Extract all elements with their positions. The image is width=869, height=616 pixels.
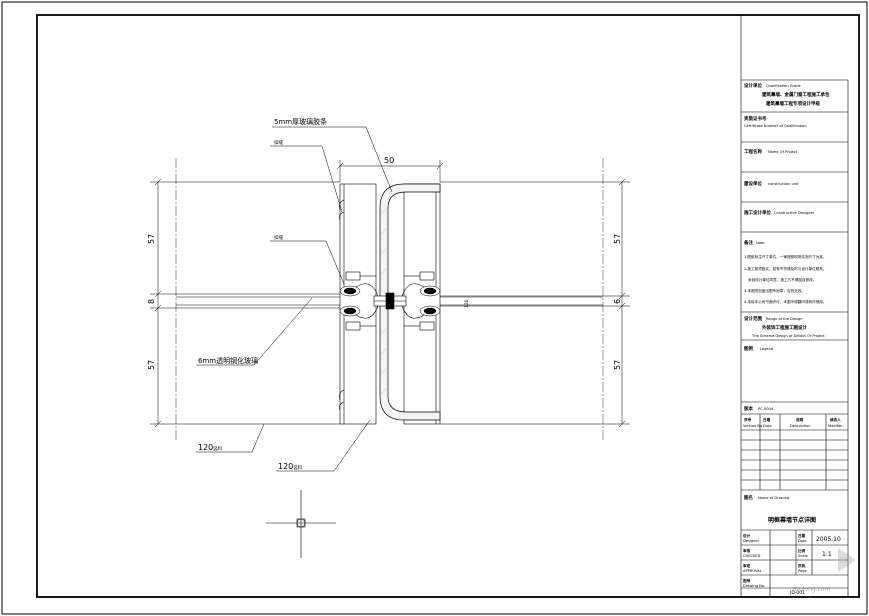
unit-en: Qualification Grade: [766, 84, 802, 88]
scope-en: Range of the Design: [766, 317, 803, 321]
cert-en: Certificate Number of Qualification: [744, 124, 807, 128]
sheet-label: 页码: [798, 563, 806, 568]
notes-cn: 备注: [743, 239, 753, 246]
extension-lines: [150, 160, 630, 425]
label-screw-upper: 扣缝: [274, 139, 283, 146]
label-glass: 6mm透明钢化玻璃: [198, 356, 258, 365]
dim-left-upper: 57: [147, 234, 156, 244]
drawing-no-value: JD-001: [789, 590, 805, 596]
label-mullion-1-num: 120: [198, 443, 213, 452]
unit-name-2: 建筑幕墙工程专项设计甲级: [765, 100, 820, 107]
unit-cn: 设计单位: [744, 82, 762, 89]
checker-label: 审核: [743, 548, 751, 553]
table-header-en-1: Date: [763, 424, 772, 428]
watermark-logo-icon: [838, 548, 856, 572]
version-cn: 版本: [744, 405, 753, 412]
version-code: PC-0004: [758, 407, 774, 411]
legend-en: Legend: [760, 347, 773, 351]
designer-cn: 施工设计单位: [744, 209, 771, 216]
date-label: 日期: [798, 533, 806, 538]
table-header-3: 修改人: [829, 417, 841, 422]
dim-top-width: 50: [384, 156, 394, 165]
profile-hatch: [380, 207, 388, 395]
central-profile: [379, 183, 441, 421]
watermark-text: zhulong.com: [792, 586, 831, 593]
date-label-en: Date: [798, 539, 807, 543]
cert-cn: 资质证书号: [744, 115, 767, 122]
gaskets: [339, 285, 441, 317]
note-2: 2.施工前须核实，若有不符请及时与设计单位联系。: [744, 266, 827, 271]
table-header-en-3: Modifier: [828, 424, 843, 428]
crosshair-icon: [266, 490, 336, 558]
inner-frame: [36, 14, 860, 598]
label-mullion-2-suffix: 竖料: [293, 464, 302, 471]
owner-cn: 建设单位: [743, 180, 762, 187]
scale-label: 比例: [798, 548, 806, 553]
checker-label-en: CHECKED: [743, 554, 761, 558]
note-2b: 未经设计单位同意，施工方不得擅自修改。: [748, 277, 816, 282]
dim-left-lower: 57: [147, 360, 156, 370]
note-1: 1.图纸标注尺寸单位，一律按照现场实测尺寸为准。: [744, 254, 827, 259]
project-cn: 工程名称: [744, 148, 762, 155]
dimension-lines: [154, 162, 626, 428]
table-header-2: 说明: [796, 417, 804, 422]
designer-label: 设计: [743, 533, 751, 538]
dim-left-mid: 8: [147, 299, 156, 304]
dim-center-mark: 120: [464, 299, 470, 308]
table-header-en-0: Version No: [743, 424, 762, 428]
approver-label-en: APPROVAL: [743, 569, 762, 573]
drawing-name-en: Name of Drawing: [758, 496, 789, 500]
drawing-name: 明框幕墙节点详图: [768, 516, 816, 524]
dim-right-upper: 57: [613, 234, 622, 244]
watermark: zhulong.com: [792, 548, 856, 593]
sheet-label-en: Page: [798, 569, 807, 573]
drawing-no-label-en: Drawing No.: [743, 584, 765, 588]
drawing-no-label: 图号: [743, 578, 751, 583]
label-mullion-1: 120竖料: [198, 443, 223, 452]
leader-lines: [196, 126, 393, 472]
table-header-1: 日期: [763, 417, 771, 422]
label-mullion-2: 120竖料: [278, 462, 303, 471]
unit-name-1: 建筑幕墙、金属门窗工程施工承包: [761, 91, 830, 98]
table-header-en-2: Description: [790, 424, 810, 428]
label-glass-seal: 5mm厚玻璃胶条: [274, 117, 327, 126]
scope-name: 外装饰工程施工图设计: [762, 324, 807, 331]
label-mullion-1-suffix: 竖料: [213, 445, 222, 452]
scheme-en: The Scheme Design of Details Of Project: [751, 334, 825, 338]
legend-cn: 图例: [744, 345, 753, 352]
note-3: 3.本图须加盖出图专用章，否则无效。: [744, 288, 805, 293]
center-lines: [175, 158, 604, 440]
approver-label: 审定: [743, 563, 751, 568]
drawing-name-cn: 图名: [744, 494, 753, 501]
title-block-text: 设计单位 Qualification Grade 建筑幕墙、金属门窗工程施工承包…: [743, 82, 843, 596]
dim-right-mid: 6: [613, 299, 622, 304]
detail-drawing: 57 8 57 57 6 57 50 120: [147, 117, 630, 558]
designer-label-en: Designer: [743, 539, 760, 543]
notes-en: Note: [756, 241, 765, 245]
date-value: 2005.10: [816, 536, 841, 543]
scope-cn: 设计范围: [744, 315, 762, 322]
glass-panes: [176, 296, 603, 306]
designer-en: Construction Designer: [774, 211, 815, 215]
note-4: 4.未经本公司书面许可，本图不得翻印或转作他用。: [744, 299, 827, 304]
table-header-0: 序号: [744, 417, 752, 422]
label-mullion-2-num: 120: [278, 462, 293, 471]
dim-right-lower: 57: [613, 360, 622, 370]
project-en: Name Of Project: [768, 150, 798, 154]
owner-en: construction unit: [768, 182, 799, 186]
label-screw-lower: 扣缝: [274, 234, 283, 241]
title-block: [740, 15, 849, 597]
scale-value: 1:1: [822, 551, 832, 558]
scale-label-en: Scale: [798, 554, 808, 558]
